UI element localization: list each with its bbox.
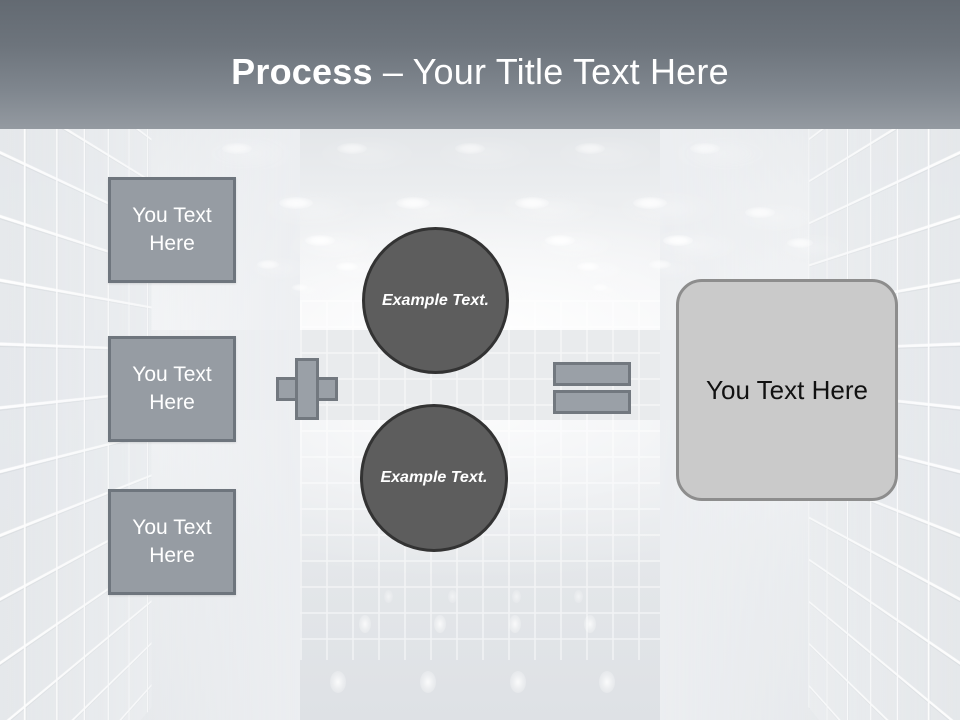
equals-top-bar	[553, 362, 631, 386]
page-title-strong: Process	[231, 51, 373, 92]
input-box-2[interactable]: You Text Here	[108, 336, 236, 442]
equals-icon	[553, 362, 631, 414]
plus-icon	[276, 358, 338, 420]
input-box-3[interactable]: You Text Here	[108, 489, 236, 595]
example-circle-2[interactable]: Example Text.	[360, 404, 508, 552]
input-box-1[interactable]: You Text Here	[108, 177, 236, 283]
plus-center-fill	[298, 380, 316, 398]
page-title: Process – Your Title Text Here	[0, 50, 960, 94]
example-circle-1[interactable]: Example Text.	[362, 227, 509, 374]
result-panel[interactable]: You Text Here	[676, 279, 898, 501]
equals-bottom-bar	[553, 390, 631, 414]
slide-header-bar: Process – Your Title Text Here	[0, 0, 960, 129]
page-title-rest: – Your Title Text Here	[372, 51, 729, 92]
